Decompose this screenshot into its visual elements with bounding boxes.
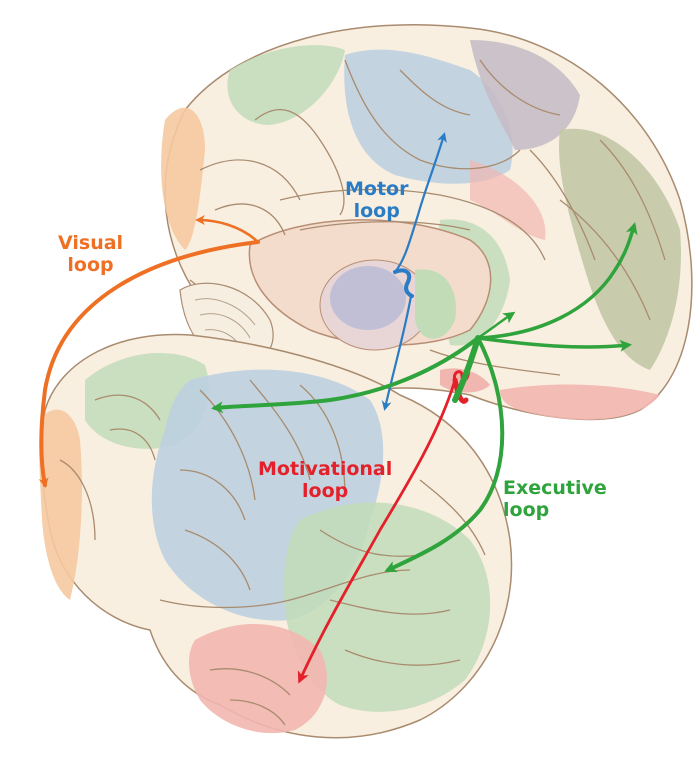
thalamus-blue-region [330, 266, 406, 330]
region-temporal-pole-red [189, 624, 327, 733]
motor-loop-label-line1: Motor [345, 178, 408, 200]
executive-loop-label-line2: loop [503, 499, 607, 521]
motor-loop-label-line2: loop [345, 200, 408, 222]
executive-loop-label-line1: Executive [503, 477, 607, 499]
region-lower-orange [39, 410, 82, 600]
visual-loop-label-line2: loop [58, 254, 123, 276]
executive-loop-label: Executive loop [503, 477, 607, 521]
motivational-loop-label: Motivational loop [258, 458, 392, 502]
motivational-loop-label-line1: Motivational [258, 458, 392, 480]
visual-loop-label: Visual loop [58, 232, 123, 276]
motor-loop-label: Motor loop [345, 178, 408, 222]
motivational-loop-label-line2: loop [258, 480, 392, 502]
lower-hemisphere [39, 334, 511, 737]
visual-loop-label-line1: Visual [58, 232, 123, 254]
